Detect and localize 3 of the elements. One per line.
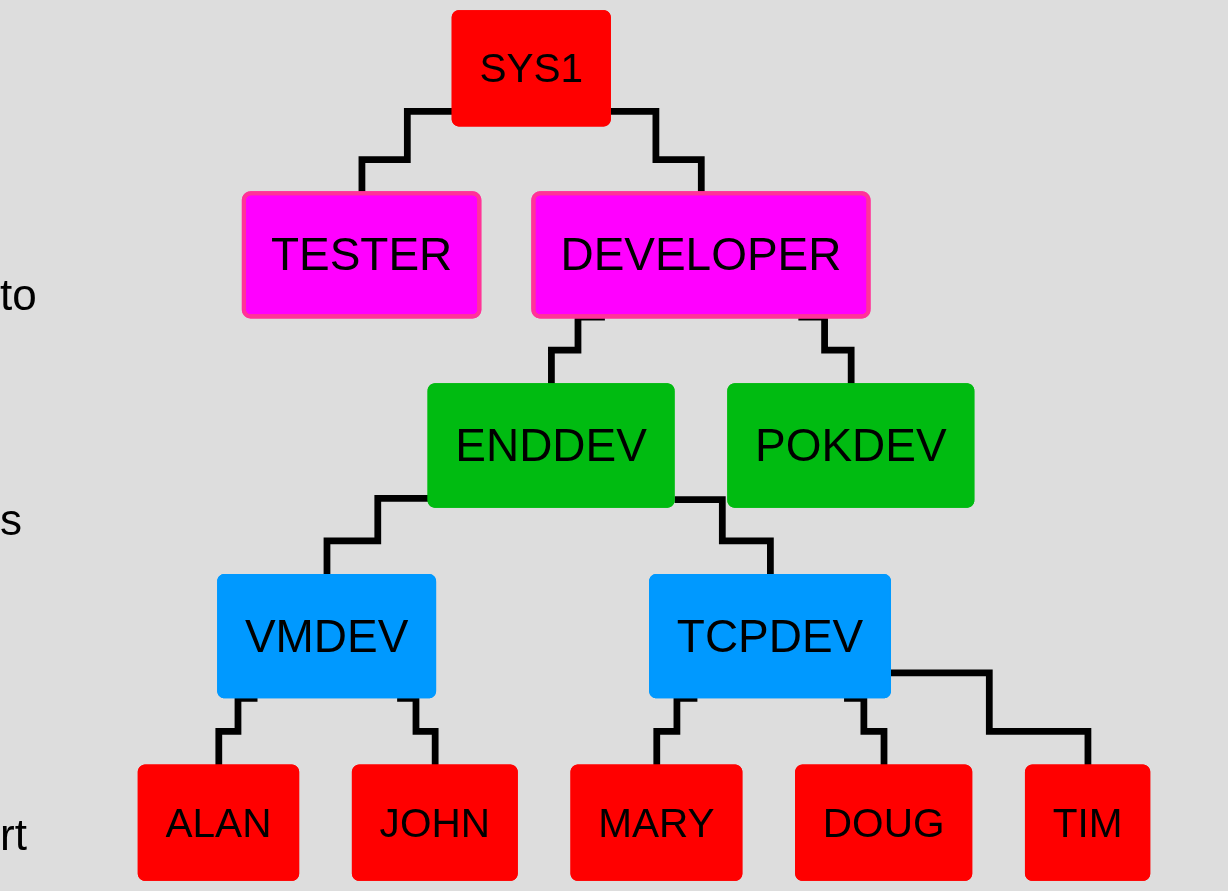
text-fragment: rt [0, 810, 27, 860]
text-fragment: s [0, 495, 22, 545]
text-fragment: to [0, 270, 37, 320]
